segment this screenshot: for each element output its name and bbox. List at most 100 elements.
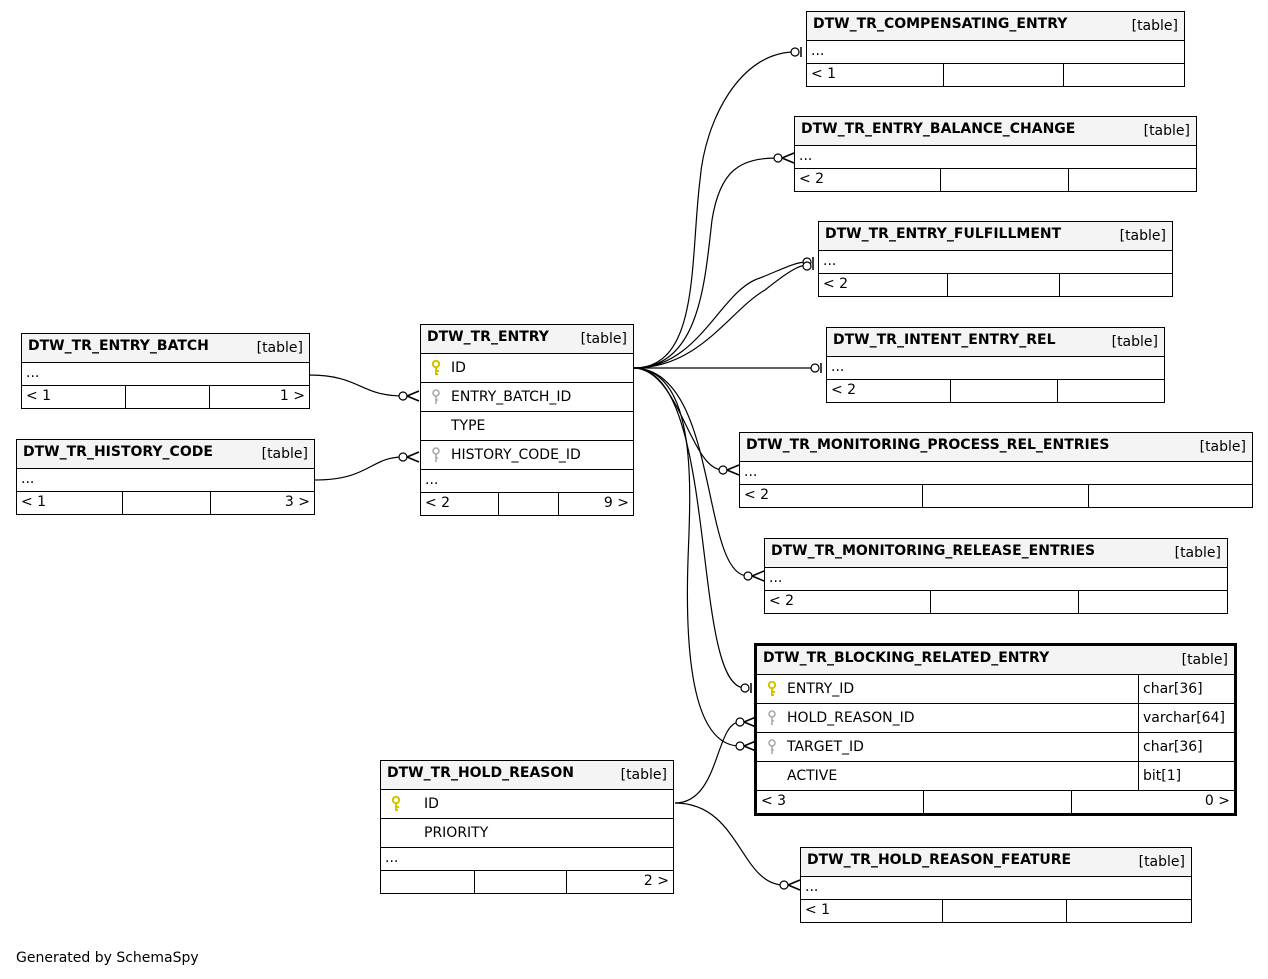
- column-name: PRIORITY: [424, 825, 489, 841]
- column-name: TARGET_ID: [787, 739, 864, 755]
- more-columns: ...: [811, 43, 825, 59]
- column-row[interactable]: TARGET_ID char[36]: [757, 733, 1234, 762]
- primary-key-icon: [391, 796, 401, 811]
- parents-count: < 2: [823, 276, 849, 292]
- column-row[interactable]: ENTRY_ID char[36]: [757, 675, 1234, 704]
- children-count: 1 >: [279, 388, 305, 404]
- table-entry-batch[interactable]: DTW_TR_ENTRY_BATCH[table] ... < 1 1 >: [21, 333, 310, 409]
- column-name: ENTRY_ID: [787, 681, 855, 697]
- generator-credit: Generated by SchemaSpy: [16, 950, 199, 966]
- table-kind: [table]: [1138, 854, 1185, 870]
- edge-holdreason-feature: [674, 802, 785, 886]
- edge-marker: [718, 465, 728, 475]
- table-name: DTW_TR_ENTRY_BATCH: [28, 338, 209, 354]
- table-monitoring-process-rel-entries[interactable]: DTW_TR_MONITORING_PROCESS_REL_ENTRIES[ta…: [739, 432, 1253, 508]
- column-type: char[36]: [1138, 733, 1234, 761]
- table-name: DTW_TR_BLOCKING_RELATED_ENTRY: [763, 650, 1050, 666]
- column-name: HOLD_REASON_ID: [787, 710, 915, 726]
- more-columns: ...: [831, 359, 845, 375]
- edge-marker: [406, 390, 420, 402]
- children-count: 2 >: [643, 873, 669, 889]
- edge-marker: [398, 452, 408, 462]
- table-kind: [table]: [261, 446, 308, 462]
- table-compensating-entry[interactable]: DTW_TR_COMPENSATING_ENTRY[table] ... < 1: [806, 11, 1185, 87]
- table-hold-reason[interactable]: DTW_TR_HOLD_REASON [table] ID PRIORITY ..…: [380, 760, 674, 894]
- more-columns: ...: [744, 464, 758, 480]
- edge-marker: [740, 683, 750, 693]
- table-kind: [table]: [1131, 18, 1178, 34]
- parents-count: < 2: [769, 593, 795, 609]
- edge-entry-monitoring-process: [633, 367, 724, 471]
- foreign-key-icon: [432, 447, 440, 462]
- column-row[interactable]: ENTRY_BATCH_ID: [421, 383, 633, 412]
- table-kind: [table]: [1174, 545, 1221, 561]
- edge-entry-monitoring-release: [633, 367, 749, 577]
- parents-count: < 2: [831, 382, 857, 398]
- table-blocking-related-entry[interactable]: DTW_TR_BLOCKING_RELATED_ENTRY [table] ENT…: [754, 643, 1237, 816]
- column-type: char[36]: [1138, 675, 1234, 703]
- table-history-code[interactable]: DTW_TR_HISTORY_CODE [table] ... < 1 3 >: [16, 439, 315, 515]
- column-row[interactable]: ID: [381, 790, 673, 819]
- table-entry[interactable]: DTW_TR_ENTRY[table] ID ENTRY_BATCH_ID TY…: [420, 324, 634, 516]
- edge-entry-fulfillment-2: [633, 264, 808, 369]
- edge-batch-entry: [308, 374, 404, 397]
- edge-marker: [802, 261, 812, 271]
- edge-entry-balance-change: [633, 157, 779, 369]
- table-name: DTW_TR_MONITORING_RELEASE_ENTRIES: [771, 543, 1096, 559]
- primary-key-icon: [767, 681, 777, 696]
- more-columns: ...: [805, 879, 819, 895]
- column-row[interactable]: ACTIVE bit[1]: [757, 762, 1234, 790]
- column-row[interactable]: HISTORY_CODE_ID: [421, 441, 633, 470]
- table-entry-fulfillment[interactable]: DTW_TR_ENTRY_FULFILLMENT[table] ... < 2: [818, 221, 1173, 297]
- column-row[interactable]: ID: [421, 354, 633, 383]
- edge-marker: [726, 464, 740, 476]
- column-type: varchar[64]: [1138, 704, 1234, 732]
- table-name: DTW_TR_MONITORING_PROCESS_REL_ENTRIES: [746, 437, 1110, 453]
- table-name: DTW_TR_INTENT_ENTRY_REL: [833, 332, 1056, 348]
- edge-marker: [406, 451, 420, 463]
- column-name: HISTORY_CODE_ID: [451, 447, 581, 463]
- table-kind: [table]: [1119, 228, 1166, 244]
- edge-marker: [810, 363, 820, 373]
- parents-count: < 1: [21, 494, 47, 510]
- table-name: DTW_TR_HOLD_REASON_FEATURE: [807, 852, 1072, 868]
- foreign-key-icon: [432, 389, 440, 404]
- primary-key-icon: [431, 360, 441, 375]
- parents-count: < 2: [799, 171, 825, 187]
- edge-marker: [743, 571, 753, 581]
- more-columns: ...: [26, 365, 40, 381]
- table-kind: [table]: [1111, 334, 1158, 350]
- column-row[interactable]: HOLD_REASON_ID varchar[64]: [757, 704, 1234, 733]
- table-intent-entry-rel[interactable]: DTW_TR_INTENT_ENTRY_REL [table] ... < 2: [826, 327, 1165, 403]
- table-kind: [table]: [620, 767, 667, 783]
- table-name: DTW_TR_HISTORY_CODE: [23, 444, 213, 460]
- edge-entry-blocking-target: [633, 367, 741, 747]
- edge-marker: [781, 152, 795, 164]
- table-entry-balance-change[interactable]: DTW_TR_ENTRY_BALANCE_CHANGE[table] ... <…: [794, 116, 1197, 192]
- column-name: ENTRY_BATCH_ID: [451, 389, 572, 405]
- column-name: ACTIVE: [787, 768, 838, 784]
- table-kind: [table]: [1181, 652, 1228, 668]
- column-row[interactable]: TYPE: [421, 412, 633, 441]
- more-columns: ...: [21, 471, 35, 487]
- parents-count: < 3: [761, 793, 787, 809]
- more-columns: ...: [799, 148, 813, 164]
- table-hold-reason-feature[interactable]: DTW_TR_HOLD_REASON_FEATURE[table] ... < …: [800, 847, 1192, 923]
- more-columns: ...: [385, 850, 399, 866]
- parents-count: < 2: [425, 495, 451, 511]
- foreign-key-icon: [768, 739, 776, 754]
- edge-marker: [790, 47, 800, 57]
- foreign-key-icon: [768, 710, 776, 725]
- table-monitoring-release-entries[interactable]: DTW_TR_MONITORING_RELEASE_ENTRIES [table]…: [764, 538, 1228, 614]
- parents-count: < 2: [744, 487, 770, 503]
- edge-marker: [751, 570, 765, 582]
- table-kind: [table]: [580, 331, 627, 347]
- edge-entry-fulfillment-1: [633, 261, 808, 369]
- column-row[interactable]: PRIORITY: [381, 819, 673, 848]
- children-count: 3 >: [284, 494, 310, 510]
- table-name: DTW_TR_HOLD_REASON: [387, 765, 574, 781]
- table-kind: [table]: [1143, 123, 1190, 139]
- table-name: DTW_TR_ENTRY_FULFILLMENT: [825, 226, 1062, 242]
- edge-entry-compensating: [633, 51, 796, 369]
